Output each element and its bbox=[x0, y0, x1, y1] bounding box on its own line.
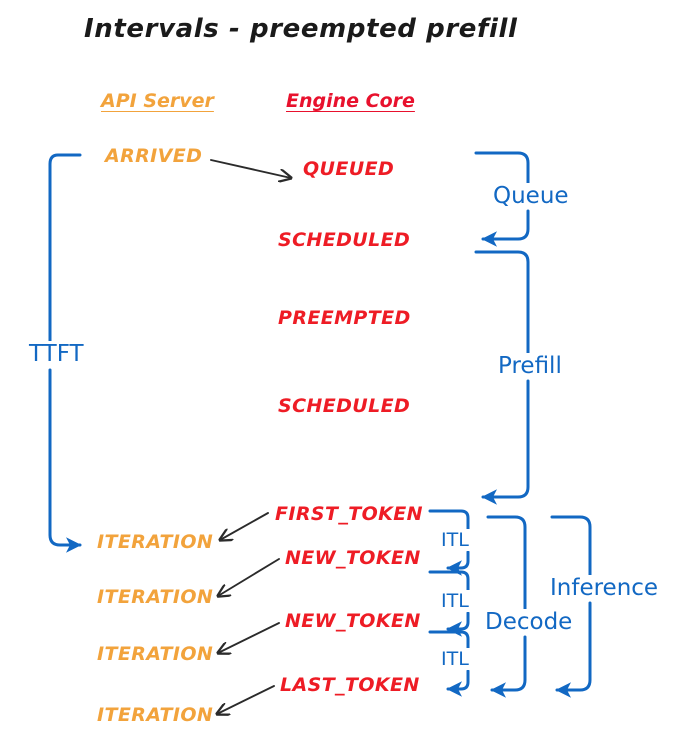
event-first-token: FIRST_TOKEN bbox=[275, 503, 423, 525]
inference-bracket bbox=[550, 515, 592, 698]
event-preempted: PREEMPTED bbox=[278, 307, 411, 329]
event-new-token-1: NEW_TOKEN bbox=[285, 547, 421, 569]
interval-label-itl-2: ITL bbox=[437, 590, 473, 612]
interval-label-ttft: TTFT bbox=[25, 341, 88, 367]
itl-bracket-1 bbox=[428, 509, 470, 576]
event-iteration-4: ITERATION bbox=[97, 704, 214, 726]
transition-arrow-new-token-iteration-1 bbox=[218, 558, 280, 596]
event-last-token: LAST_TOKEN bbox=[280, 674, 420, 696]
interval-label-itl-3: ITL bbox=[437, 648, 473, 670]
transition-arrow-first-token-iteration bbox=[220, 512, 269, 540]
column-header-api-server: API Server bbox=[101, 90, 214, 112]
interval-label-decode: Decode bbox=[481, 609, 577, 635]
transition-arrow-last-token-iteration bbox=[217, 685, 275, 714]
transition-arrow-arrived-queued bbox=[210, 159, 291, 178]
event-scheduled-2: SCHEDULED bbox=[278, 395, 411, 417]
event-queued: QUEUED bbox=[303, 158, 395, 180]
ttft-bracket bbox=[48, 153, 82, 553]
event-new-token-2: NEW_TOKEN bbox=[285, 610, 421, 632]
event-iteration-3: ITERATION bbox=[97, 643, 214, 665]
event-arrived: ARRIVED bbox=[105, 145, 203, 167]
interval-label-inference: Inference bbox=[546, 575, 663, 601]
page-title: Intervals - preempted prefill bbox=[84, 14, 518, 44]
interval-label-prefill: Prefill bbox=[494, 353, 566, 379]
decode-bracket bbox=[486, 515, 527, 698]
itl-bracket-2 bbox=[428, 570, 470, 637]
event-iteration-2: ITERATION bbox=[97, 586, 214, 608]
prefill-bracket bbox=[474, 250, 530, 505]
interval-label-itl-1: ITL bbox=[437, 529, 473, 551]
interval-label-queue: Queue bbox=[489, 183, 573, 209]
event-scheduled-1: SCHEDULED bbox=[278, 229, 411, 251]
event-iteration-1: ITERATION bbox=[97, 531, 214, 553]
column-header-engine-core: Engine Core bbox=[286, 90, 415, 112]
queue-bracket bbox=[474, 151, 530, 247]
itl-bracket-3 bbox=[428, 630, 470, 697]
transition-arrow-new-token-iteration-2 bbox=[218, 622, 280, 653]
